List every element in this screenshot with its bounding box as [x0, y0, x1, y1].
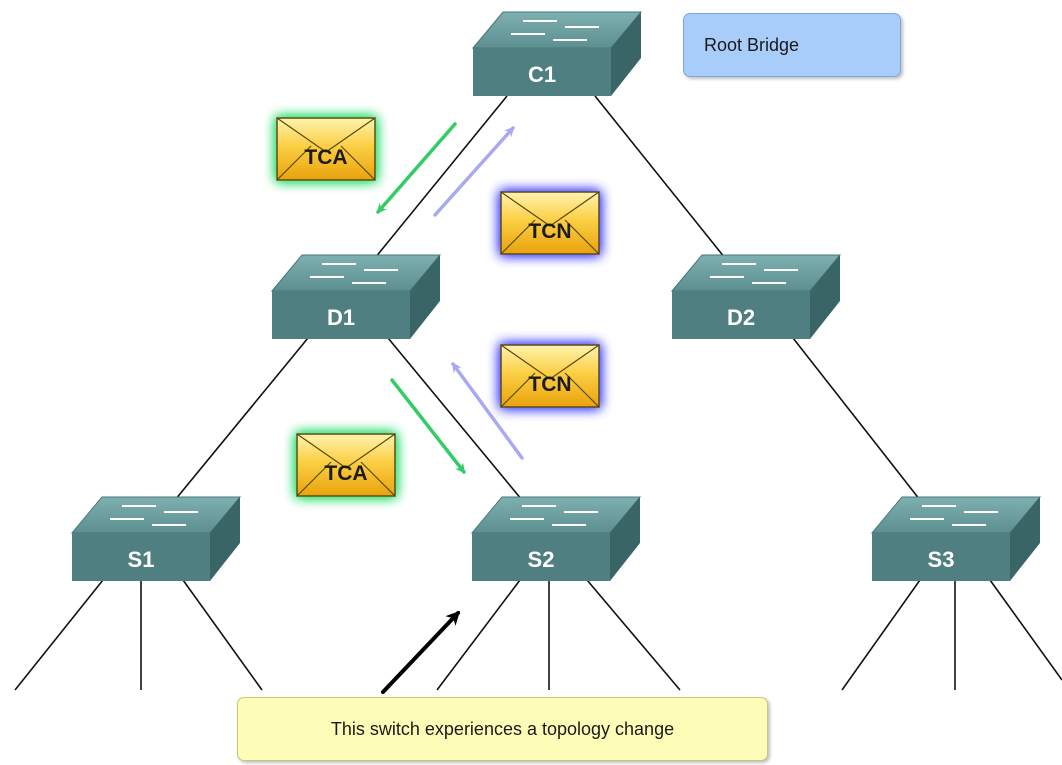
switch-c1[interactable]: C1	[471, 11, 643, 96]
link-s3-host3	[989, 579, 1062, 681]
tca-upper-label: TCA	[304, 146, 347, 169]
root-bridge-label: Root Bridge	[704, 34, 800, 55]
message-arrows	[376, 122, 524, 694]
message-envelopes: TCA TCN TCN TCA	[276, 117, 600, 497]
tcn-arrow-s2-to-d1	[451, 362, 524, 460]
switch-d1-label: D1	[327, 305, 355, 330]
switch-s1[interactable]: S1	[70, 496, 242, 581]
tca-arrow-d1-to-s2	[390, 378, 466, 474]
link-s2-host3	[586, 579, 681, 691]
link-c1-d2	[594, 95, 726, 259]
link-d1-s1	[174, 337, 309, 501]
switch-s1-label: S1	[128, 547, 155, 572]
switch-c1-label: C1	[528, 62, 556, 87]
switch-d2-label: D2	[727, 305, 755, 330]
switch-d1[interactable]: D1	[270, 254, 442, 339]
switch-s2[interactable]: S2	[470, 496, 642, 581]
tcn-envelope-icon: TCN	[500, 344, 600, 408]
tcn-arrow-d1-to-c1	[433, 126, 515, 217]
tca-envelope-icon: TCA	[276, 117, 376, 181]
switch-d2[interactable]: D2	[670, 254, 842, 339]
tca-envelope-icon: TCA	[296, 433, 396, 497]
switch-s3[interactable]: S3	[870, 496, 1042, 581]
topology-change-label: This switch experiences a topology chang…	[330, 718, 675, 739]
link-s1-host3	[182, 579, 263, 691]
tcn-envelope-icon: TCN	[500, 191, 600, 255]
tcn-lower-label: TCN	[528, 373, 571, 396]
topology-change-callout: This switch experiences a topology chang…	[237, 697, 768, 761]
link-s1-host1	[14, 579, 104, 691]
tcn-upper-label: TCN	[528, 220, 571, 243]
switch-s2-label: S2	[528, 547, 555, 572]
link-d2-s3	[792, 337, 921, 501]
link-s2-host1	[436, 579, 521, 691]
topology-change-pointer	[381, 610, 461, 694]
root-bridge-callout: Root Bridge	[683, 13, 901, 77]
links	[14, 95, 1062, 691]
tca-lower-label: TCA	[324, 462, 367, 485]
switches: C1 D1 D2	[70, 11, 1042, 581]
switch-s3-label: S3	[928, 547, 955, 572]
link-d1-s2	[387, 337, 523, 501]
link-s3-host1	[841, 579, 921, 691]
tca-arrow-c1-to-d1	[376, 122, 457, 214]
link-c1-d1	[374, 95, 508, 259]
